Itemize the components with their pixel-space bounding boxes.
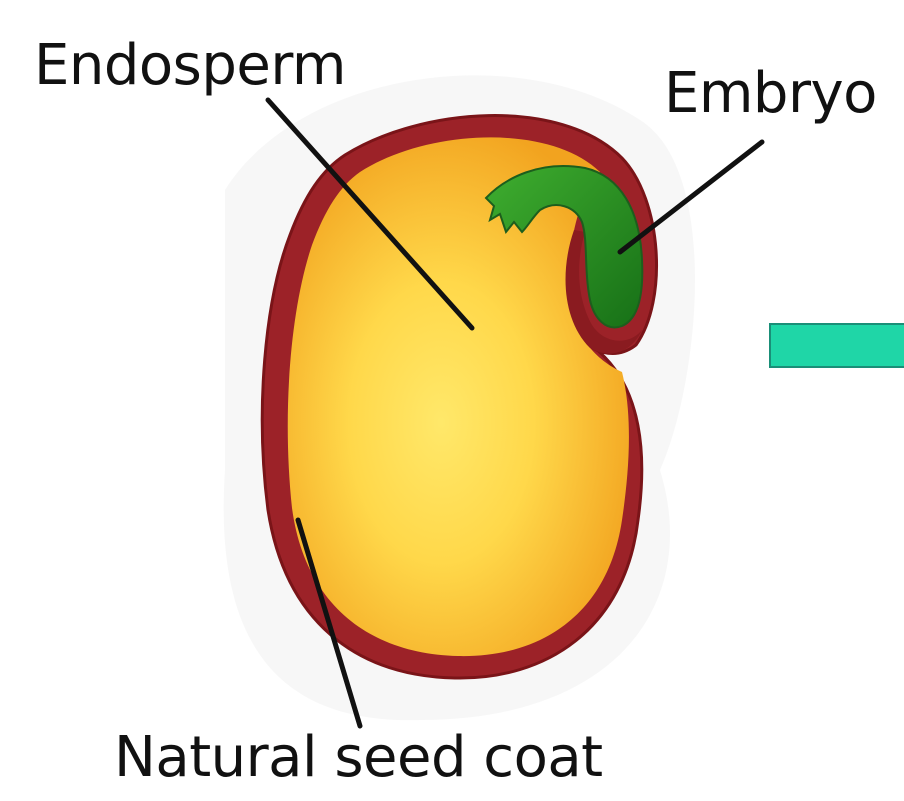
embryo-label: Embryo: [664, 66, 877, 122]
arrow-outline: [769, 323, 904, 368]
endosperm-label: Endosperm: [34, 38, 346, 94]
seed-coat-label: Natural seed coat: [114, 730, 603, 786]
